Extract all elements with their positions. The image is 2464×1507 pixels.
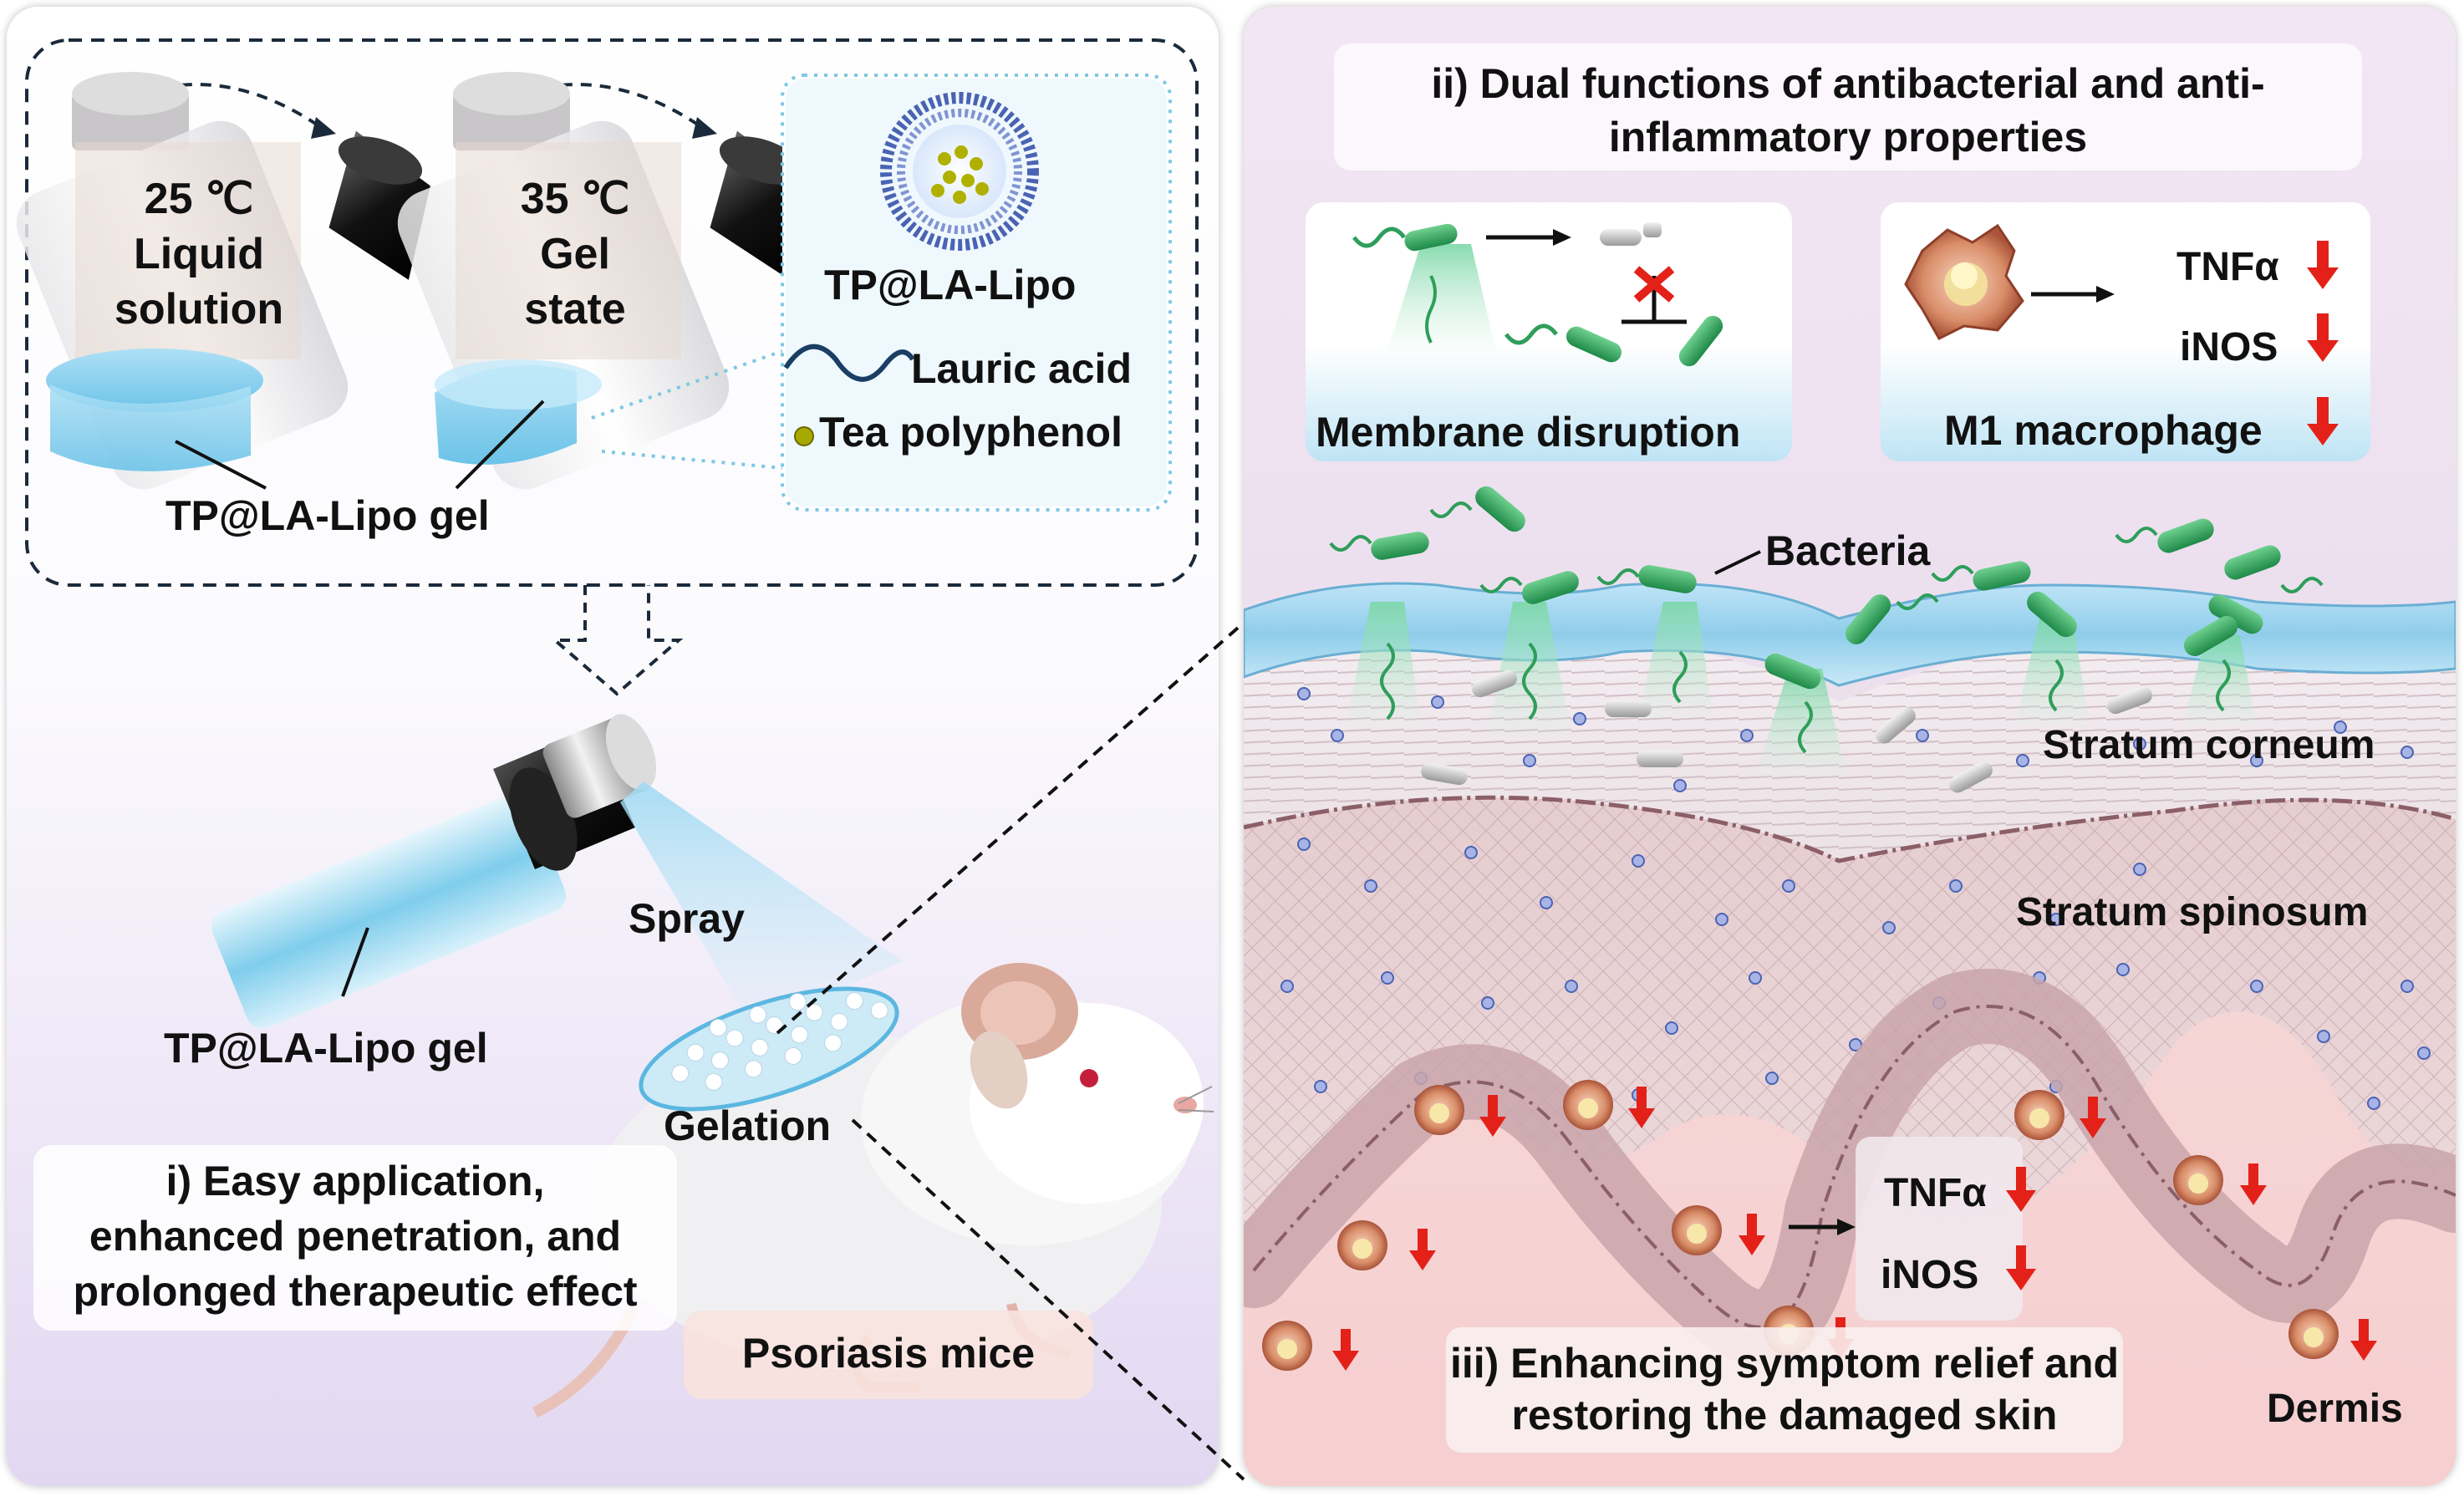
- vial-2-temp: 35 ℃: [520, 175, 630, 223]
- inner-marker-box: [1856, 1137, 2023, 1321]
- spray-label: Spray: [629, 895, 745, 942]
- gel-label-bottom: TP@LA-Lipo gel: [164, 1025, 488, 1072]
- caption-iii-box: [1446, 1327, 2123, 1453]
- spray-bottle-graphic: [211, 714, 657, 1029]
- spray-cone: [620, 782, 903, 1028]
- vial-2-label: 35 ℃ Gel state: [462, 171, 688, 337]
- caption-i-line-3: prolonged therapeutic effect: [73, 1268, 638, 1315]
- dermis-down-arrows: [1332, 1087, 2377, 1371]
- vial-1-graphic: [16, 72, 430, 490]
- liposome-icon: [880, 92, 1039, 251]
- macrophage-down-arrows: [2307, 241, 2339, 445]
- vial-1-label: 25 ℃ Liquid solution: [84, 171, 314, 337]
- caption-i: i) Easy application, enhanced penetratio…: [33, 1153, 677, 1319]
- bacteria-label: Bacteria: [1765, 527, 1931, 574]
- m1-macrophage-label: M1 macrophage: [1944, 407, 2263, 454]
- vial-2-graphic: [397, 72, 812, 490]
- tea-polyphenol-icon: [794, 426, 814, 446]
- caption-iii-line-2: restoring the damaged skin: [1511, 1392, 2058, 1438]
- title-ii-line-2: inflammatory properties: [1608, 114, 2088, 160]
- macrophage-icon: [1904, 223, 2024, 340]
- title-ii: ii) Dual functions of antibacterial and …: [1334, 57, 2362, 164]
- dermis-label: Dermis: [2267, 1387, 2403, 1431]
- caption-i-line-1: i) Easy application,: [165, 1158, 545, 1204]
- vial-1-temp: 25 ℃: [144, 175, 254, 223]
- vial-1-state-2: solution: [114, 285, 284, 333]
- title-ii-line-1: ii) Dual functions of antibacterial and …: [1431, 60, 2265, 107]
- mouse-graphic: [532, 963, 1214, 1418]
- psoriasis-mice-label: Psoriasis mice: [741, 1330, 1036, 1377]
- legend-lauric-acid-label: Lauric acid: [911, 345, 1132, 392]
- macrophage-marker-1: TNFα: [2176, 245, 2279, 289]
- caption-i-line-2: enhanced penetration, and: [89, 1213, 622, 1260]
- inner-marker-1: TNFα: [1884, 1171, 1987, 1215]
- inner-marker-2: iNOS: [1881, 1253, 1979, 1297]
- bacteria-cluster: [1371, 486, 2281, 690]
- liposome-dots: [1280, 687, 2431, 1110]
- caption-i-bg: [33, 1145, 677, 1331]
- stratum-spinosum-label: Stratum spinosum: [2016, 890, 2369, 934]
- gel-label-top: TP@LA-Lipo gel: [165, 492, 490, 539]
- gel-patch-graphic: [639, 986, 899, 1112]
- caption-iii: iii) Enhancing symptom relief and restor…: [1446, 1337, 2123, 1441]
- stratum-corneum-label: Stratum corneum: [2043, 723, 2375, 767]
- macrophage-marker-2: iNOS: [2180, 325, 2278, 369]
- legend-liposome-label: TP@LA-Lipo: [824, 262, 1077, 308]
- legend-tea-polyphenol-label: Tea polyphenol: [819, 409, 1123, 456]
- title-ii-box: [1334, 43, 2362, 171]
- vials-dashed-box: [25, 38, 1199, 587]
- mice-label-bg: [684, 1311, 1093, 1399]
- vial-2-state-2: state: [524, 285, 626, 333]
- caption-iii-line-1: iii) Enhancing symptom relief and: [1449, 1340, 2120, 1387]
- vial-1-state-1: Liquid: [134, 230, 264, 278]
- lauric-acid-icon: [783, 344, 915, 382]
- membrane-disruption-label: Membrane disruption: [1316, 409, 1741, 456]
- down-arrow: [550, 585, 684, 696]
- gelation-label: Gelation: [664, 1102, 832, 1149]
- vial-2-state-1: Gel: [540, 230, 610, 278]
